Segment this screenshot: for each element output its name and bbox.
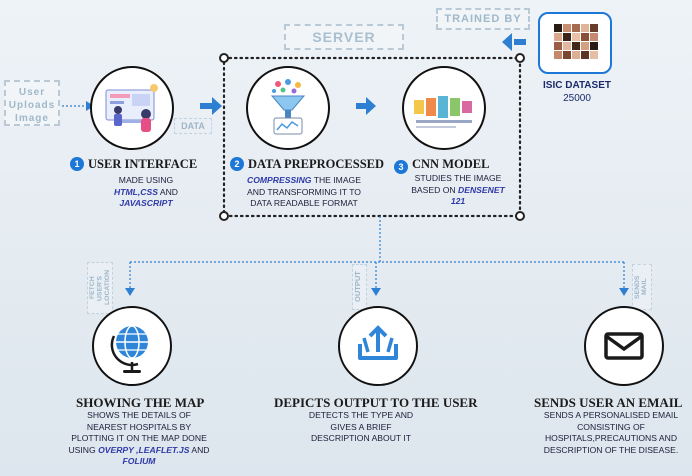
dataset-box [538,12,612,74]
globe-icon [110,325,148,373]
output-title-map: SHOWING THE MAP [76,395,205,410]
output-circle [338,306,418,386]
sends-mail-tag: SENDS MAIL [632,264,652,310]
output-desc-email: SENDS A PERSONALISED EMAIL CONSISTING OF… [543,410,679,455]
web-designer-illustration-icon [105,84,158,132]
step-desc-3: STUDIES THE IMAGE BASED ON DENSENET 121 [411,173,505,207]
step-number-2: 2 [230,157,244,171]
dataset-count: 25000 [563,93,591,104]
funnel-data-icon [270,79,306,135]
email-circle [584,306,664,386]
output-title-email: SENDS USER AN EMAIL [534,395,683,410]
neural-network-layers-icon [414,96,472,128]
output-desc-map: SHOWS THE DETAILS OF NEAREST HOSPITALS B… [68,410,210,467]
envelope-icon [604,332,644,360]
step-number-3: 3 [394,160,408,174]
step-number-1: 1 [70,157,84,171]
preprocess-circle [246,66,330,150]
step-title-1: USER INTERFACE [88,157,198,171]
dataset-name: ISIC DATASET [543,80,611,91]
trained-by-label: TRAINED BY [436,8,530,30]
upload-tray-icon [358,325,398,360]
user-uploads-label: User Uploads Image [4,80,60,126]
step-desc-2: COMPRESSING THE IMAGE AND TRANSFORMING I… [247,175,361,209]
server-label: SERVER [284,24,404,50]
output-desc-output: DETECTS THE TYPE AND GIVES A BRIEF DESCR… [308,410,414,444]
step-title-2: DATA PREPROCESSED [248,157,385,171]
output-tag: OUTPUT [352,264,367,310]
step-desc-1: MADE USING HTML,CSS AND JAVASCRIPT [114,175,178,209]
cnn-circle [402,66,486,150]
fetch-location-tag: FETCH USER'S LOCATION [87,262,113,314]
dataset-grid-icon [554,24,598,59]
data-tag: DATA [174,118,212,134]
output-title-output: DEPICTS OUTPUT TO THE USER [274,395,478,410]
step-title-3: CNN MODEL [412,157,490,171]
ui-circle [90,66,174,150]
map-circle [92,306,172,386]
